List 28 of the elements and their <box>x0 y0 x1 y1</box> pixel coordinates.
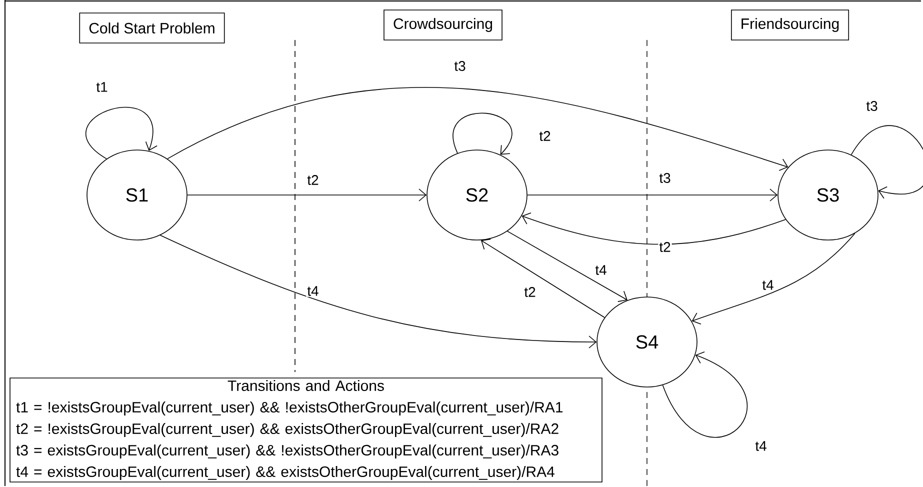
arrow <box>187 188 427 202</box>
edge-label: t4 <box>306 285 320 297</box>
arrow <box>692 233 856 325</box>
edge-label: t2 <box>658 241 672 253</box>
edge-label: t2 <box>523 286 537 298</box>
arrow <box>86 106 158 160</box>
section-title-box: Cold Start Problem <box>79 12 225 44</box>
arrow <box>507 230 628 302</box>
edge-label: t3 <box>658 172 672 184</box>
arrow <box>850 125 923 199</box>
edge-label: t2 <box>538 130 552 142</box>
arrow <box>662 352 748 438</box>
arrow <box>166 87 788 171</box>
arrow <box>480 238 605 318</box>
section-title-box: Crowdsourcing <box>384 10 502 40</box>
arrow <box>452 112 512 155</box>
edge-label: t2 <box>306 174 320 186</box>
edge-label: t4 <box>594 264 608 276</box>
edge-label: t4 <box>754 440 768 452</box>
edge-label: t3 <box>865 100 879 112</box>
section-title-box: Friendsourcing <box>731 10 850 40</box>
legend-table: Transitions and Actions t1 = !existsGroupEval(current_user) && !existsOtherGroupEval(current_user)/RA1 t2 = !existsGroupEval(current_user) && existsOtherGroupEval(current_user)/RA2 t3 = existsGroupEval(current_user) && !existsOtherGroupEval(current_user)/RA3 t4 = existsGroupEval(current_user) && existsOtherGroupEval(current_user)/RA4 <box>10 378 602 482</box>
arrow <box>160 234 597 348</box>
edge-label: t4 <box>761 279 775 291</box>
edge-label: t3 <box>453 60 467 72</box>
arrow <box>527 188 778 202</box>
edge-label: t1 <box>95 81 109 93</box>
arrow <box>522 212 786 245</box>
